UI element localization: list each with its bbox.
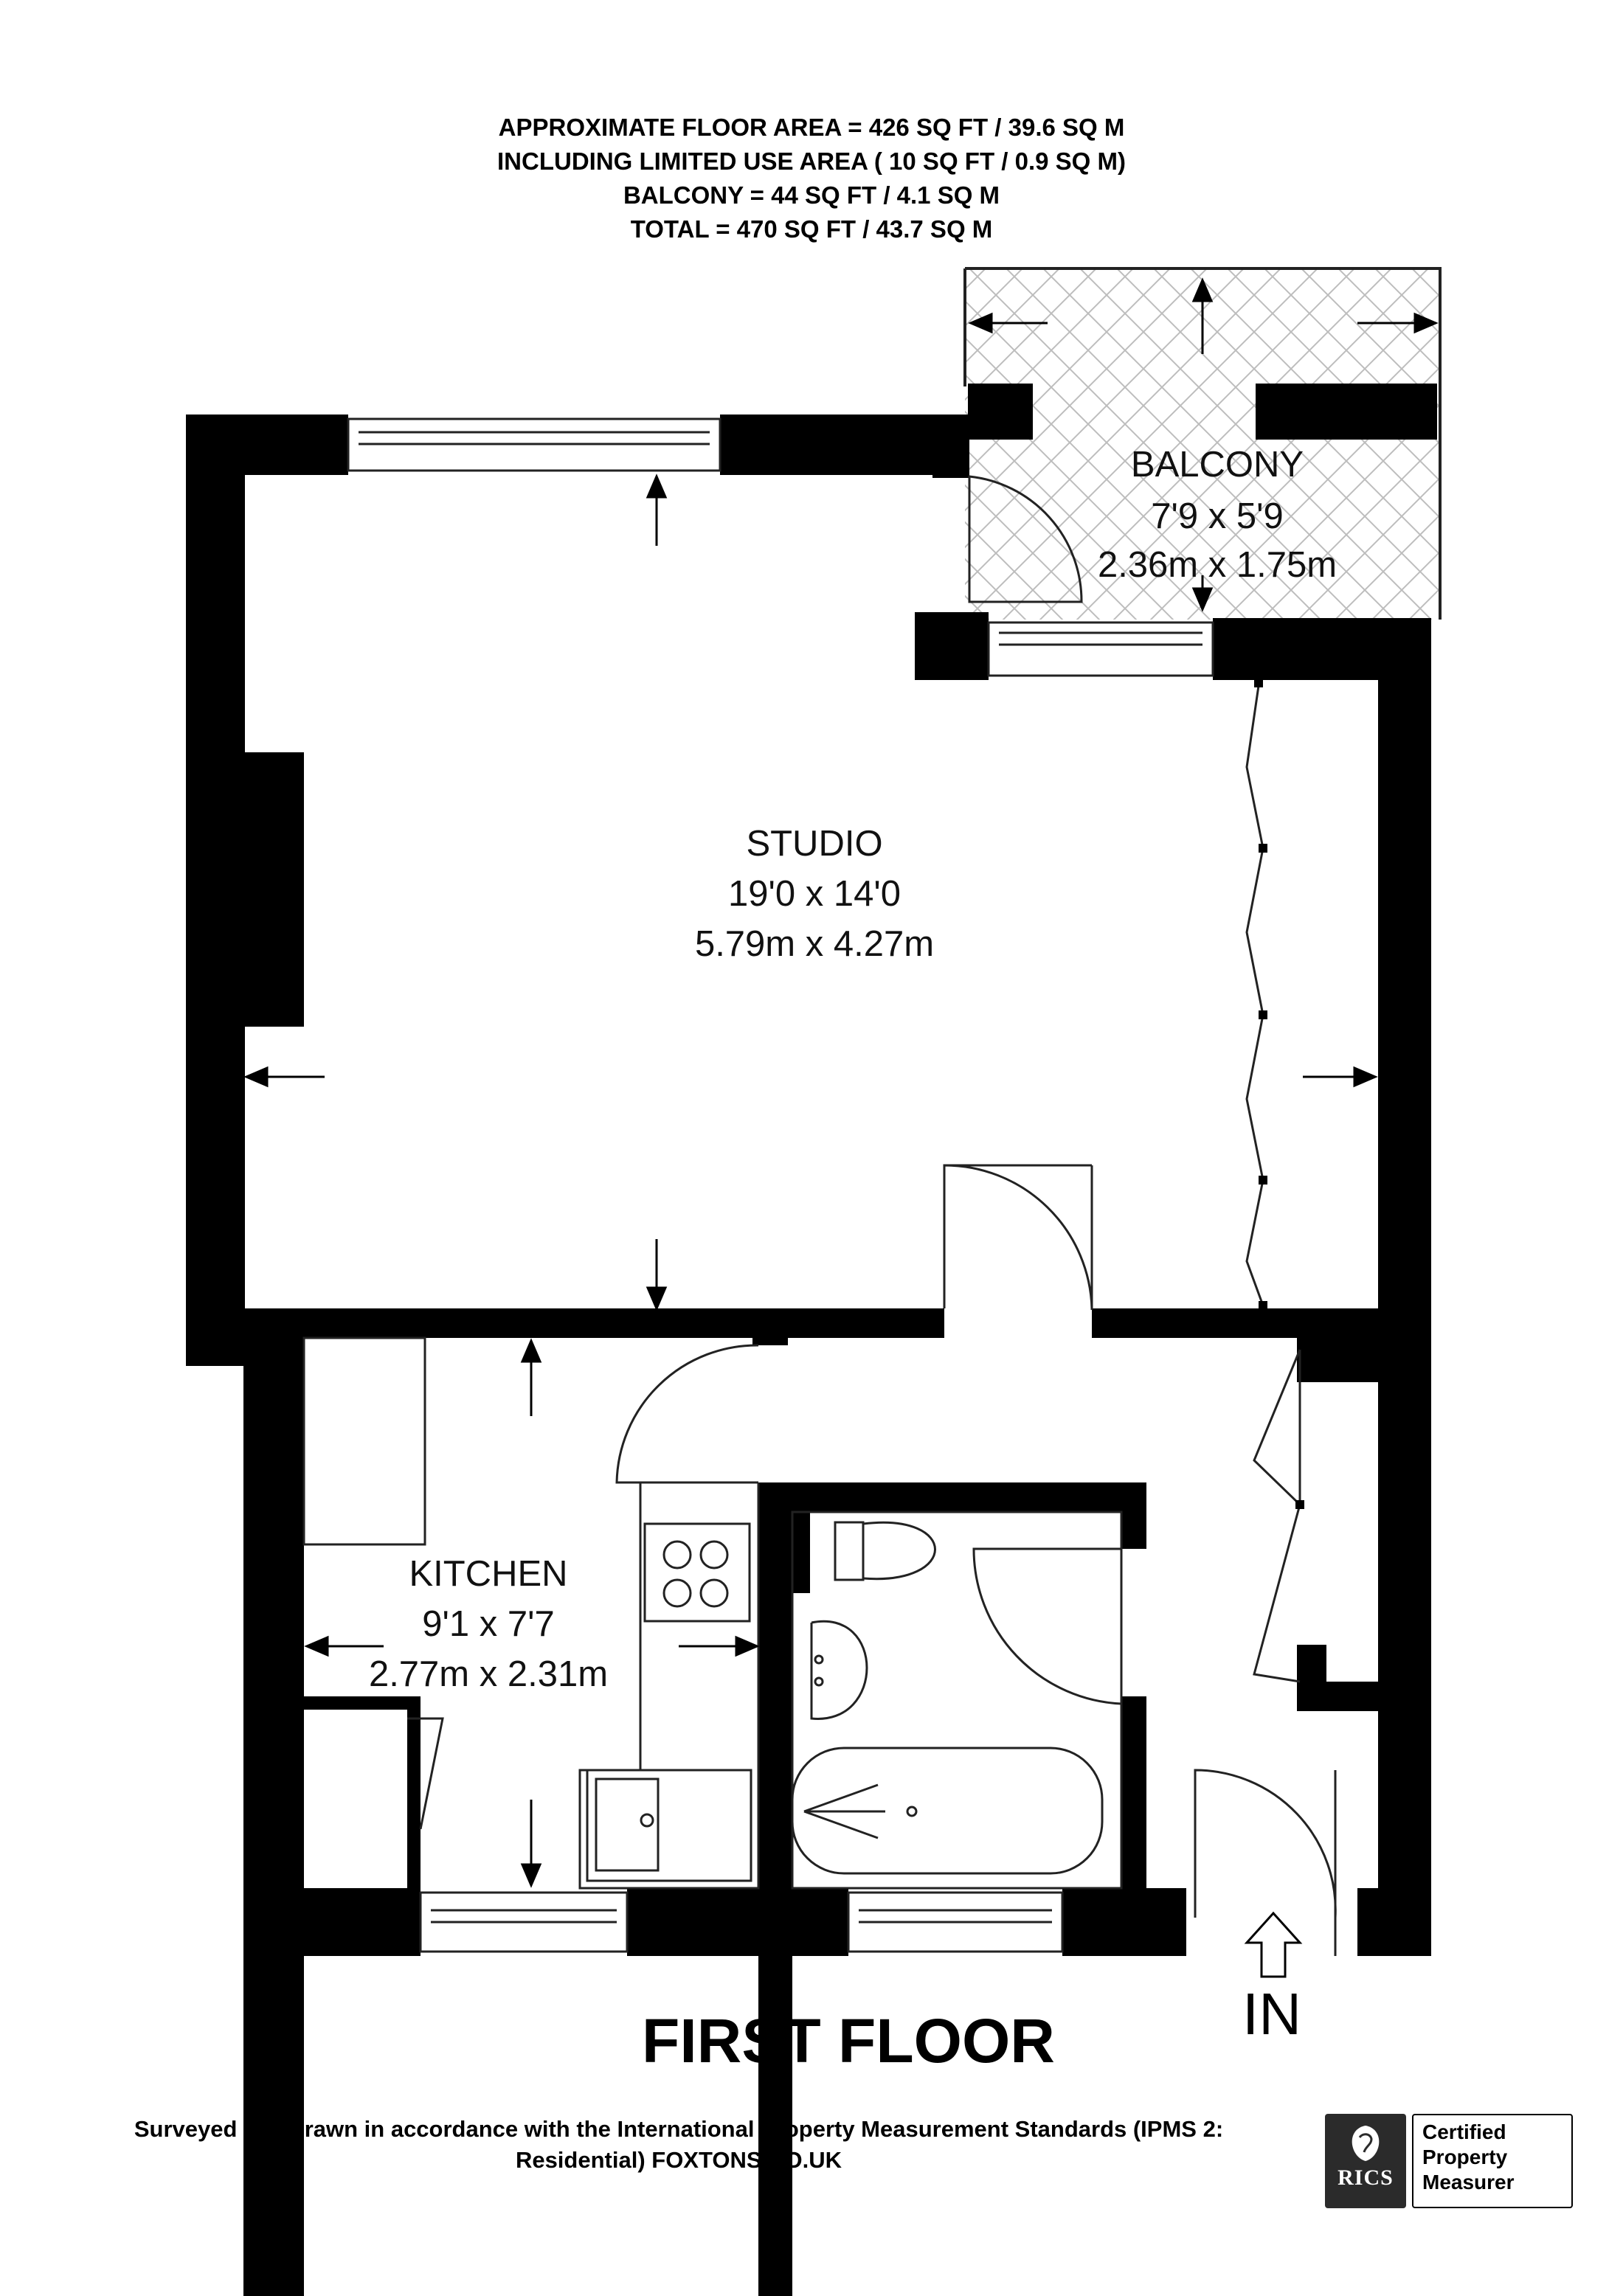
bathroom-fittings (791, 1511, 1123, 1890)
rics-brand: RICS (1337, 2165, 1394, 2190)
studio-label: STUDIO 19'0 x 14'0 5.79m x 4.27m (695, 824, 934, 964)
entrance-arrow (1244, 1911, 1303, 1978)
balcony-label: BALCONY 7'9 x 5'9 2.36m x 1.75m (1098, 445, 1337, 585)
windows (347, 417, 1214, 1953)
svg-text:9'1 x 7'7: 9'1 x 7'7 (422, 1604, 554, 1644)
kitchen-label: KITCHEN 9'1 x 7'7 2.77m x 2.31m (369, 1554, 608, 1694)
badge-line-1: Certified (1422, 2120, 1506, 2143)
entrance-label: IN (1242, 1981, 1301, 2047)
dimension-arrows (243, 277, 1439, 1888)
svg-text:KITCHEN: KITCHEN (409, 1554, 567, 1594)
svg-text:19'0 x 14'0: 19'0 x 14'0 (728, 874, 901, 914)
badge-line-2: Property (1422, 2146, 1508, 2168)
rics-logo: RICS (1325, 2114, 1406, 2208)
svg-text:2.77m x 2.31m: 2.77m x 2.31m (369, 1654, 608, 1694)
svg-text:7'9 x 5'9: 7'9 x 5'9 (1151, 496, 1283, 536)
doors (407, 475, 1337, 1956)
rics-badge: RICS Certified Property Measurer (1325, 2114, 1573, 2208)
svg-text:2.36m x 1.75m: 2.36m x 1.75m (1098, 545, 1337, 585)
floor-area-line: APPROXIMATE FLOOR AREA = 426 SQ FT / 39.… (498, 114, 1125, 141)
survey-note-line-1: Surveyed and drawn in accordance with th… (134, 2116, 1224, 2142)
lion-icon (1352, 2126, 1380, 2161)
walls (186, 415, 1431, 2296)
kitchen-units (302, 1336, 760, 1890)
total-area-line: TOTAL = 470 SQ FT / 43.7 SQ M (630, 215, 993, 243)
certified-measurer-box: Certified Property Measurer (1412, 2114, 1573, 2208)
survey-note-line-2: Residential) FOXTONS.CO.UK (515, 2147, 842, 2173)
survey-note: Surveyed and drawn in accordance with th… (30, 2114, 1328, 2176)
svg-text:5.79m x 4.27m: 5.79m x 4.27m (695, 924, 934, 964)
area-summary: APPROXIMATE FLOOR AREA = 426 SQ FT / 39.… (0, 111, 1623, 246)
limited-use-line: INCLUDING LIMITED USE AREA ( 10 SQ FT / … (497, 148, 1126, 175)
svg-text:BALCONY: BALCONY (1131, 445, 1304, 485)
wardrobe-doors (1245, 685, 1301, 1683)
svg-text:STUDIO: STUDIO (746, 824, 882, 864)
floor-title: FIRST FLOOR (642, 2006, 1055, 2075)
balcony-area-line: BALCONY = 44 SQ FT / 4.1 SQ M (623, 181, 1000, 209)
badge-line-3: Measurer (1422, 2171, 1515, 2193)
wardrobe-hinges (1254, 679, 1304, 1509)
